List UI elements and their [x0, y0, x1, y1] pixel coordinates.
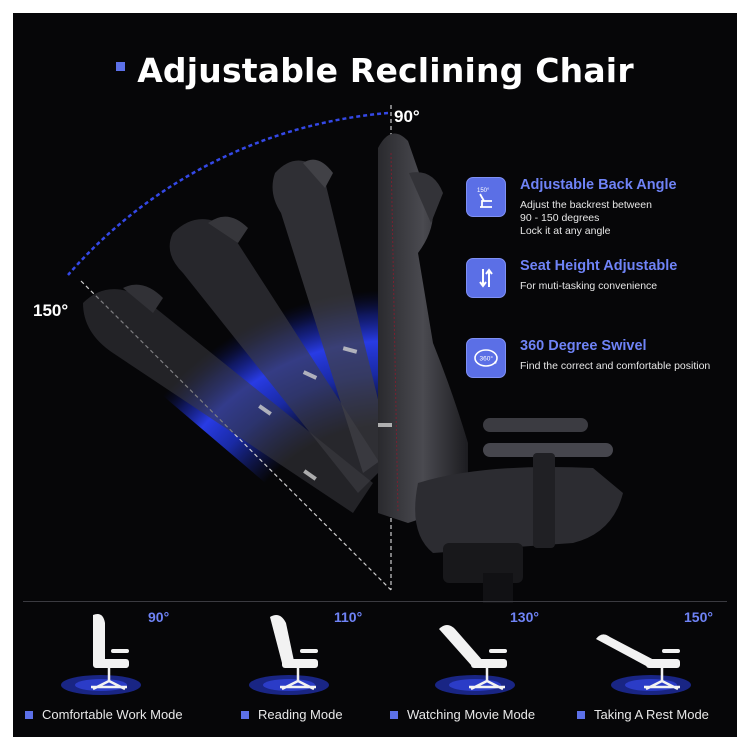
recline-lever-marks: [258, 346, 392, 481]
feature-description-line: For muti-tasking convenience: [520, 280, 658, 292]
chair-90-icon: [61, 614, 141, 695]
feature-description-line: Find the correct and comfortable positio…: [520, 360, 711, 372]
recline-arc-line: [67, 111, 389, 276]
bullet-icon: [241, 711, 249, 719]
chair-150-icon: [596, 634, 691, 695]
feature-description-line: 90 - 150 degrees: [520, 212, 600, 224]
mode-angle: 150°: [684, 609, 713, 625]
ghost-backrest-130: [169, 216, 383, 493]
title-bullet-icon: [116, 62, 126, 71]
bullet-icon: [25, 711, 33, 719]
mode-angle: 130°: [510, 609, 539, 625]
mode-angle: 110°: [334, 609, 363, 625]
backrest-angle-icon-text: 150°: [477, 188, 490, 194]
mode-label-text: Watching Movie Mode: [407, 707, 536, 722]
chair-130-icon: [435, 625, 515, 695]
feature-description-line: Adjust the backrest between: [520, 199, 652, 211]
mode-label-text: Taking A Rest Mode: [594, 707, 709, 722]
chair-110-icon: [249, 615, 329, 695]
swivel-360-icon-text: 360°: [480, 355, 494, 363]
ghost-backrest-150: [83, 284, 373, 513]
backrest-angle-icon: 150°: [466, 177, 506, 217]
mode-work: 90° Comfortable Work Mode: [13, 603, 194, 737]
angle-label-150: 150°: [33, 301, 69, 320]
mode-label: Watching Movie Mode: [390, 707, 535, 722]
mode-label-text: Reading Mode: [258, 707, 343, 722]
height-adjust-arrows-icon: [466, 258, 506, 298]
mode-movie: 130° Watching Movie Mode: [375, 603, 556, 737]
recline-illustration: [67, 105, 623, 603]
divider: [23, 601, 727, 602]
bullet-icon: [390, 711, 398, 719]
ghost-backrest-110: [272, 159, 391, 473]
feature-description: Find the correct and comfortable positio…: [520, 360, 710, 373]
mode-angle: 90°: [148, 609, 170, 625]
feature-description-line: Lock it at any angle: [520, 225, 611, 237]
main-backrest-90: [378, 133, 468, 523]
feature-title: Adjustable Back Angle: [520, 177, 677, 193]
title-row: Adjustable Reclining Chair: [13, 51, 737, 90]
mode-reading: 110° Reading Mode: [194, 603, 375, 737]
mode-label: Comfortable Work Mode: [25, 707, 183, 722]
angle-label-90: 90°: [394, 107, 420, 126]
bullet-icon: [577, 711, 585, 719]
feature-title: 360 Degree Swivel: [520, 338, 647, 354]
product-banner: Adjustable Reclining Chair: [13, 13, 737, 737]
mode-label-text: Comfortable Work Mode: [42, 707, 183, 722]
chair-seat: [415, 418, 623, 603]
page-title: Adjustable Reclining Chair: [137, 51, 634, 90]
feature-description: Adjust the backrest between 90 - 150 deg…: [520, 199, 652, 238]
mode-label: Reading Mode: [241, 707, 343, 722]
feature-description: For muti-tasking convenience: [520, 280, 657, 293]
mode-label: Taking A Rest Mode: [577, 707, 709, 722]
feature-title: Seat Height Adjustable: [520, 258, 678, 274]
swivel-360-icon: 360°: [466, 338, 506, 378]
mode-rest: 150° Taking A Rest Mode: [556, 603, 737, 737]
